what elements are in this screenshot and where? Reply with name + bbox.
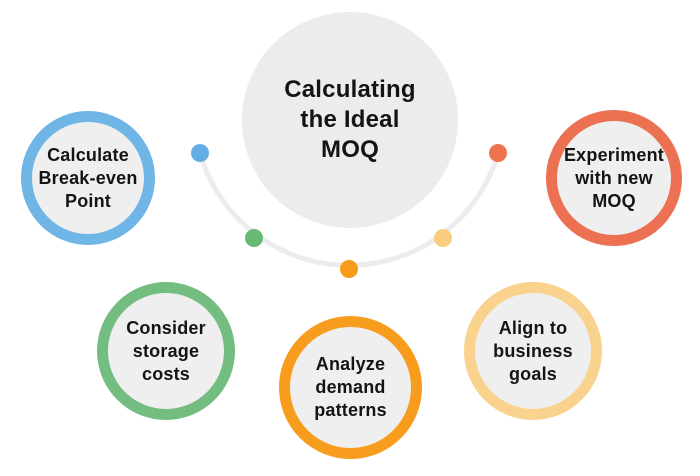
- node-label: Consider storage costs: [126, 317, 206, 386]
- node-label-line: demand: [315, 377, 386, 397]
- node-experiment-with-new-moq: Experiment with new MOQ: [546, 110, 682, 246]
- node-label: Analyze demand patterns: [314, 353, 387, 422]
- node-label-line: patterns: [314, 400, 387, 420]
- connector-dot-experiment-with-new-moq: [489, 144, 507, 162]
- node-label-line: business: [493, 340, 573, 361]
- node-label-line: costs: [141, 363, 191, 384]
- node-label: Experiment with new MOQ: [564, 144, 664, 213]
- node-label-line: Consider: [126, 317, 206, 338]
- node-label-line: Calculate: [47, 144, 129, 165]
- title-line: Calculating: [284, 76, 416, 103]
- title-line: the Ideal: [300, 106, 400, 133]
- node-label-line: with new: [575, 167, 653, 188]
- title-line: MOQ: [321, 136, 379, 163]
- node-consider-storage-costs: Consider storage costs: [97, 282, 235, 420]
- node-label-line: goals: [508, 363, 557, 384]
- connector-dot-align-to-business-goals: [434, 229, 452, 247]
- node-label-line: Break-even: [38, 167, 138, 188]
- node-calculate-break-even-point: Calculate Break-even Point: [21, 111, 155, 245]
- connector-dot-calculate-break-even-point: [191, 144, 209, 162]
- center-node: Calculating the Ideal MOQ: [242, 12, 458, 228]
- node-align-to-business-goals: Align to business goals: [464, 282, 602, 420]
- node-label-line: MOQ: [592, 190, 636, 211]
- node-label-line: Experiment: [563, 144, 665, 165]
- node-label: Calculate Break-even Point: [38, 144, 137, 213]
- node-label-line: Point: [65, 190, 111, 211]
- node-analyze-demand-patterns: Analyze demand patterns: [279, 316, 422, 459]
- diagram-title: Calculating the Ideal MOQ: [284, 75, 416, 165]
- node-label-line: Align to: [498, 317, 568, 338]
- node-label-line: Analyze: [315, 354, 386, 374]
- node-label-line: storage: [132, 340, 200, 361]
- connector-dot-analyze-demand-patterns: [340, 260, 358, 278]
- node-label: Align to business goals: [493, 317, 573, 386]
- connector-dot-consider-storage-costs: [245, 229, 263, 247]
